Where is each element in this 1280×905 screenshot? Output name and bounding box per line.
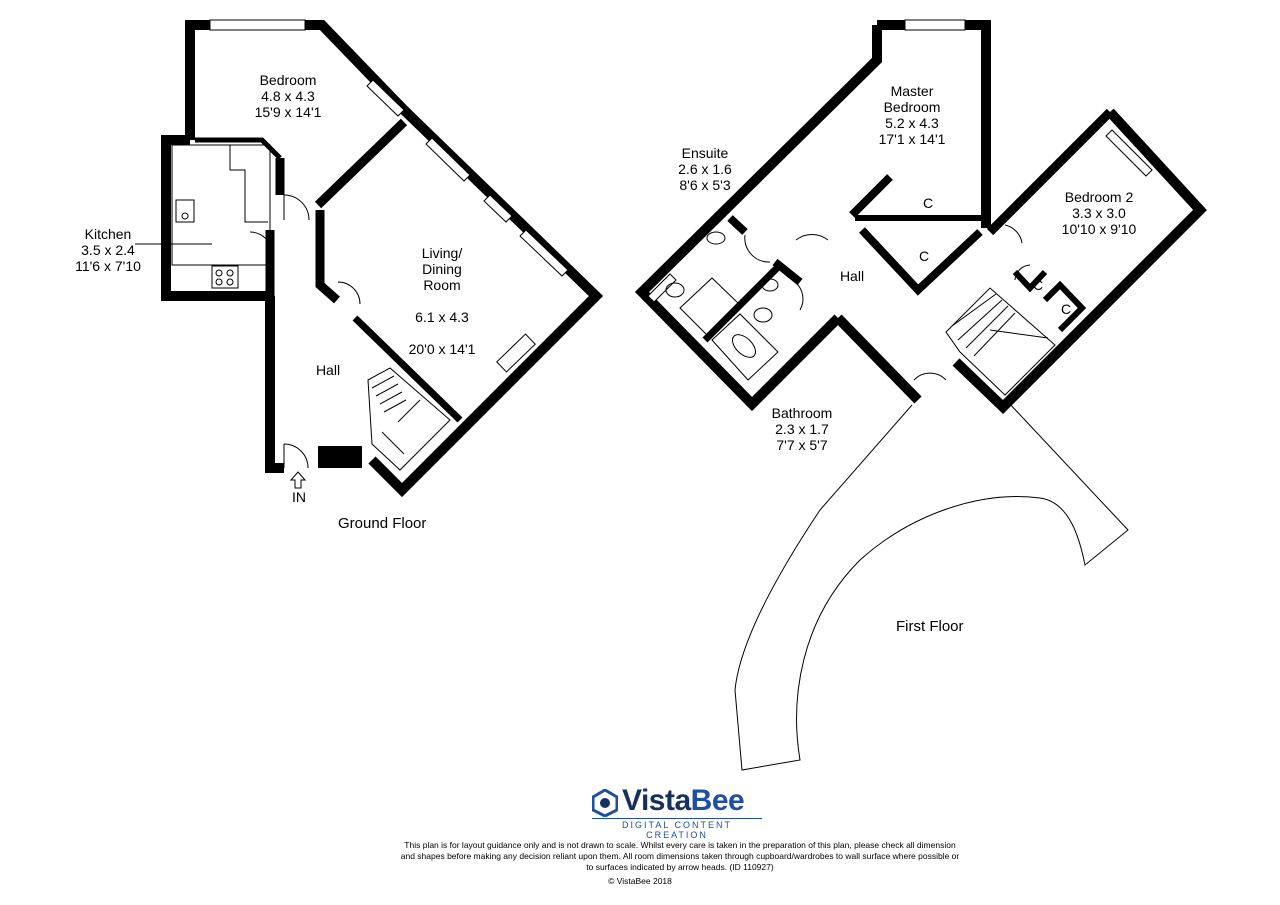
brand-wordmark: VistaBee [622,784,745,818]
bathroom-lower [834,314,922,404]
ground-floor-stairs [367,367,451,471]
cupboard-wall-2 [1042,280,1087,333]
ground-floor-caption: Ground Floor [338,515,427,532]
room-name: Bedroom 2 [1064,189,1134,205]
room-label-ensuite: Ensuite 2.6 x 1.6 8'6 x 5'3 [655,145,755,193]
room-metric: 2.6 x 1.6 [678,161,732,177]
room-imperial: 10'10 x 9'10 [1061,221,1137,237]
entrance-label: IN [292,489,306,505]
bedroom-living-partition [314,118,408,209]
room-name: Kitchen [84,226,132,242]
ground-floor-walls [161,20,604,498]
room-metric: 3.3 x 3.0 [1072,205,1126,221]
room-name: Living/ Dining Room [421,245,463,293]
master-cupboard-wall [849,174,893,218]
bathroom-door-post [772,258,803,286]
cupboard-label: C [1032,277,1044,293]
bedroom2-upper-wall [986,108,1114,236]
radiator [496,333,536,373]
first-floor-windows [647,19,1153,303]
room-label-bathroom: Bathroom 2.3 x 1.7 7'7 x 5'7 [752,405,852,453]
room-metric: 3.5 x 2.4 [81,242,135,258]
ground-floor-doors [249,194,361,469]
room-label-master: Master Bedroom 5.2 x 4.3 17'1 x 14'1 [862,83,962,147]
room-imperial: 7'7 x 5'7 [776,437,828,453]
master-diagonal [634,25,882,412]
bedroom2-walls [952,108,1207,414]
bathroom-fittings [665,231,779,381]
cupboard-label: C [922,195,934,211]
cupboard-label: C [1060,301,1072,317]
room-metric: 5.2 x 4.3 [885,115,939,131]
room-label-kitchen: Kitchen 3.5 x 2.4 11'6 x 7'10 [58,226,158,274]
first-floor-doors [744,224,1031,381]
first-floor-walls [634,20,1207,414]
room-label-hall: Hall [315,362,341,378]
living-lower-wall [352,315,463,423]
room-label-living: Living/ Dining Room 6.1 x 4.3 20'0 x 14'… [392,229,492,373]
cupboard-wall-1 [1012,269,1048,293]
brand-name-a: Vista [622,784,691,817]
living-left-wall [315,210,340,304]
exterior-diagonal-wall [368,106,604,498]
cupboard-label: C [918,248,930,264]
copyright-text: © VistaBee 2018 [608,876,672,886]
room-imperial: 20'0 x 14'1 [408,341,476,357]
room-imperial: 11'6 x 7'10 [75,258,141,274]
first-floor-caption: First Floor [896,618,964,635]
room-imperial: 15'9 x 14'1 [254,104,322,120]
brand-name-b: Bee [690,784,745,817]
bedroom-lower-wall [195,137,282,160]
ensuite-door-post [727,215,748,235]
room-metric: 4.8 x 4.3 [261,88,315,104]
room-imperial: 17'1 x 14'1 [878,131,946,147]
room-label-bedroom2: Bedroom 2 3.3 x 3.0 10'10 x 9'10 [1049,189,1149,237]
kitchen-walls [161,135,270,301]
room-label-bedroom: Bedroom 4.8 x 4.3 15'9 x 14'1 [238,72,338,120]
first-floor-stairs [945,287,1056,396]
bee-hexagon-icon [592,789,618,817]
hall-cupboard-wall [859,227,983,296]
room-name: Bedroom [259,72,317,88]
room-name: Bathroom [771,405,833,421]
fireplace [318,446,362,468]
entrance-arrow-icon [289,471,307,489]
disclaimer-text: This plan is for layout guidance only an… [400,840,960,872]
room-imperial: 8'6 x 5'3 [679,177,731,193]
vistabee-logo: VistaBee DIGITAL CONTENT CREATION [592,784,764,840]
driveway-outline [734,401,1129,771]
room-name: Ensuite [681,145,729,161]
ground-floor-windows [209,19,569,277]
room-label-first-hall: Hall [839,268,865,284]
brand-tagline: DIGITAL CONTENT CREATION [592,818,762,840]
room-metric: 6.1 x 4.3 [415,309,469,325]
room-metric: 2.3 x 1.7 [775,421,829,437]
kitchen-fittings [171,144,271,289]
hall-left-wall [265,296,284,473]
ensuite-bathroom-wall [702,262,783,343]
room-name: Master Bedroom [883,83,941,115]
